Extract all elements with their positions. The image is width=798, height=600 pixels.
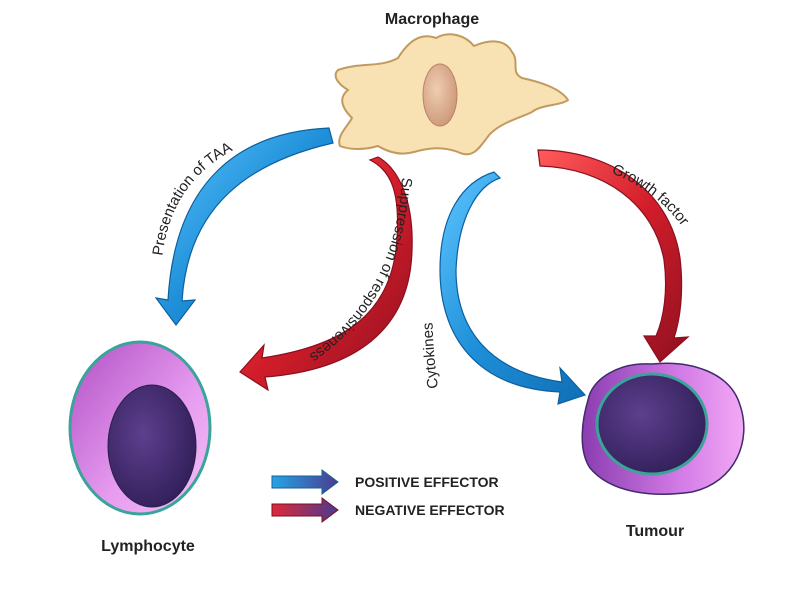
lymphocyte-nucleus — [107, 384, 197, 508]
lymphocyte-label: Lymphocyte — [101, 538, 195, 555]
macrophage-label: Macrophage — [385, 11, 479, 28]
legend-negative-arrow-icon — [271, 497, 339, 523]
macrophage-nucleus — [422, 63, 458, 127]
tumour-nucleus — [595, 372, 709, 476]
tumour-label: Tumour — [626, 523, 684, 540]
tumour-cell — [581, 362, 745, 495]
legend-negative-label: NEGATIVE EFFECTOR — [355, 502, 505, 518]
cytokines-label: Cytokines — [419, 322, 441, 389]
lymphocyte-cell — [68, 340, 212, 516]
suppression-arrow — [239, 156, 413, 392]
legend-positive-arrow-icon — [271, 469, 339, 495]
macrophage-cell — [334, 33, 570, 156]
presentation-arrow — [154, 127, 334, 326]
legend-positive-label: POSITIVE EFFECTOR — [355, 474, 499, 490]
cytokines-arrow — [439, 171, 587, 405]
legend: POSITIVE EFFECTOR NEGATIVE EFFECTOR — [271, 469, 505, 523]
growth-arrow — [537, 149, 690, 363]
